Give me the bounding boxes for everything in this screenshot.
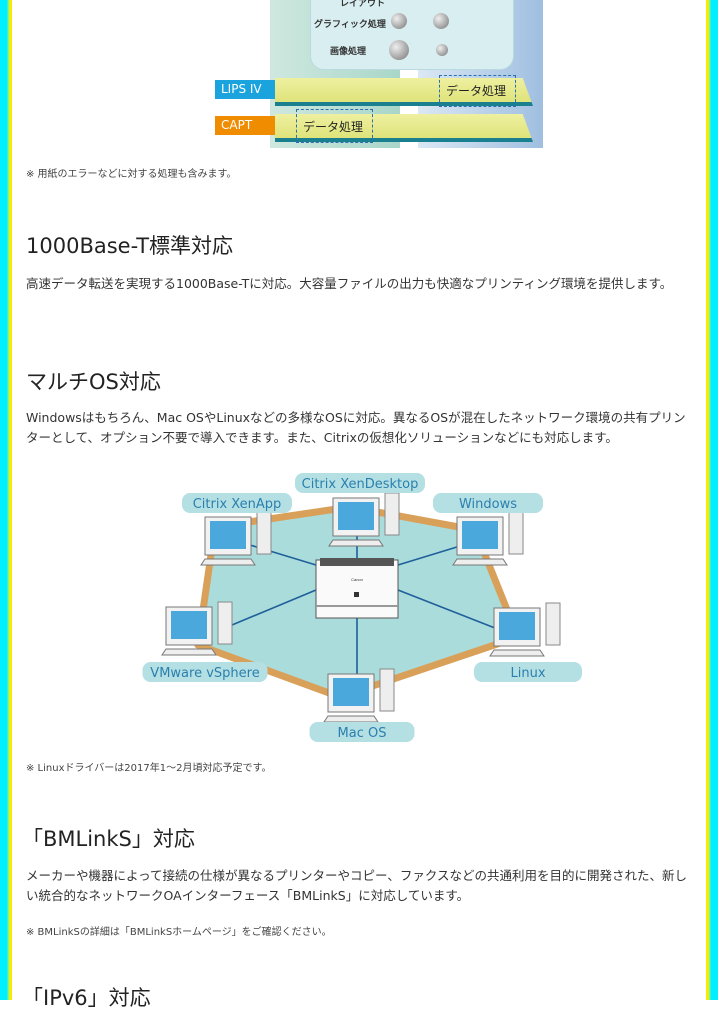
balance-ball [389, 40, 409, 60]
os-label-text: Linux [510, 666, 545, 681]
computer-icon [489, 602, 561, 657]
os-label-text: VMware vSphere [150, 666, 259, 681]
section-title: 「IPv6」対応 [22, 986, 151, 1010]
os-label: Linux [474, 662, 582, 682]
os-label: Citrix XenApp [182, 493, 292, 513]
note-linux-driver: ※ Linuxドライバーは2017年1～2月頃対応予定です。 [26, 763, 272, 774]
note-bmlinks: ※ BMLinkSの詳細は「BMLinkSホームページ」をご確認ください。 [26, 927, 332, 938]
computer-icon [323, 668, 395, 723]
note-paper-error: ※ 用紙のエラーなどに対する処理も含みます。 [26, 169, 237, 180]
printer-icon: Canon [315, 558, 399, 619]
section-body: 高速データ転送を実現する1000Base-Tに対応。大容量ファイルの出力も快適な… [26, 276, 673, 291]
os-label: Mac OS [309, 722, 415, 742]
process-label: 画像処理 [330, 47, 367, 57]
balance-ball [391, 13, 407, 29]
section-body: メーカーや機器によって接続の仕様が異なるプリンターやコピー、ファクスなどの共通利… [26, 868, 688, 903]
os-label: VMware vSphere [142, 662, 268, 682]
lips-bar [275, 78, 533, 106]
balance-ball [436, 44, 448, 56]
process-label: グラフィック処理 [314, 20, 386, 30]
section-title: マルチOS対応 [26, 370, 161, 394]
computer-icon [452, 511, 524, 566]
section-body: Windowsはもちろん、Mac OSやLinuxなどの多様なOSに対応。異なる… [26, 410, 686, 445]
section-title: 「BMLinkS」対応 [22, 827, 195, 851]
lips-label: LIPS IV [215, 80, 275, 99]
os-label: Windows [433, 493, 543, 513]
process-label: レイアウト [340, 0, 386, 9]
capt-label: CAPT [215, 116, 275, 135]
left-border [0, 0, 12, 1000]
data-process-box: データ処理 [296, 109, 373, 143]
os-label: Citrix XenDesktop [295, 473, 425, 493]
computer-icon [161, 601, 233, 656]
computer-icon [328, 492, 400, 547]
section-title: 1000Base-T標準対応 [26, 234, 234, 258]
os-label-text: Citrix XenApp [193, 497, 282, 512]
network-link [397, 589, 501, 631]
right-border [706, 0, 718, 1000]
computer-icon [200, 511, 272, 566]
printer-brand: Canon [351, 577, 363, 582]
os-label-text: Citrix XenDesktop [302, 477, 419, 492]
process-box [310, 0, 514, 70]
network-link [219, 589, 317, 631]
capt-bar [275, 114, 533, 142]
balance-ball [433, 13, 449, 29]
data-process-box: データ処理 [439, 75, 516, 107]
os-label-text: Windows [459, 497, 517, 512]
os-label-text: Mac OS [338, 726, 387, 741]
